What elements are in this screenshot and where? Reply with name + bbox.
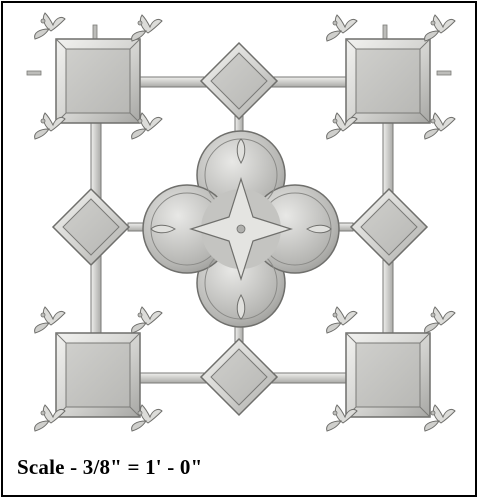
- ceiling-panel-illustration: [26, 12, 456, 432]
- square-panel-bottom-left: [55, 332, 141, 418]
- diamond-panel-right: [350, 188, 428, 266]
- diamond-panel-top: [200, 42, 278, 120]
- diamond-panel-left: [52, 188, 130, 266]
- square-panel-bottom-right: [345, 332, 431, 418]
- quatrefoil-rosette-icon: [142, 130, 340, 328]
- diamond-panel-bottom: [200, 338, 278, 416]
- scale-caption: Scale - 3/8" = 1' - 0": [17, 455, 203, 479]
- square-panel-top-left: [55, 38, 141, 124]
- square-panel-top-right: [345, 38, 431, 124]
